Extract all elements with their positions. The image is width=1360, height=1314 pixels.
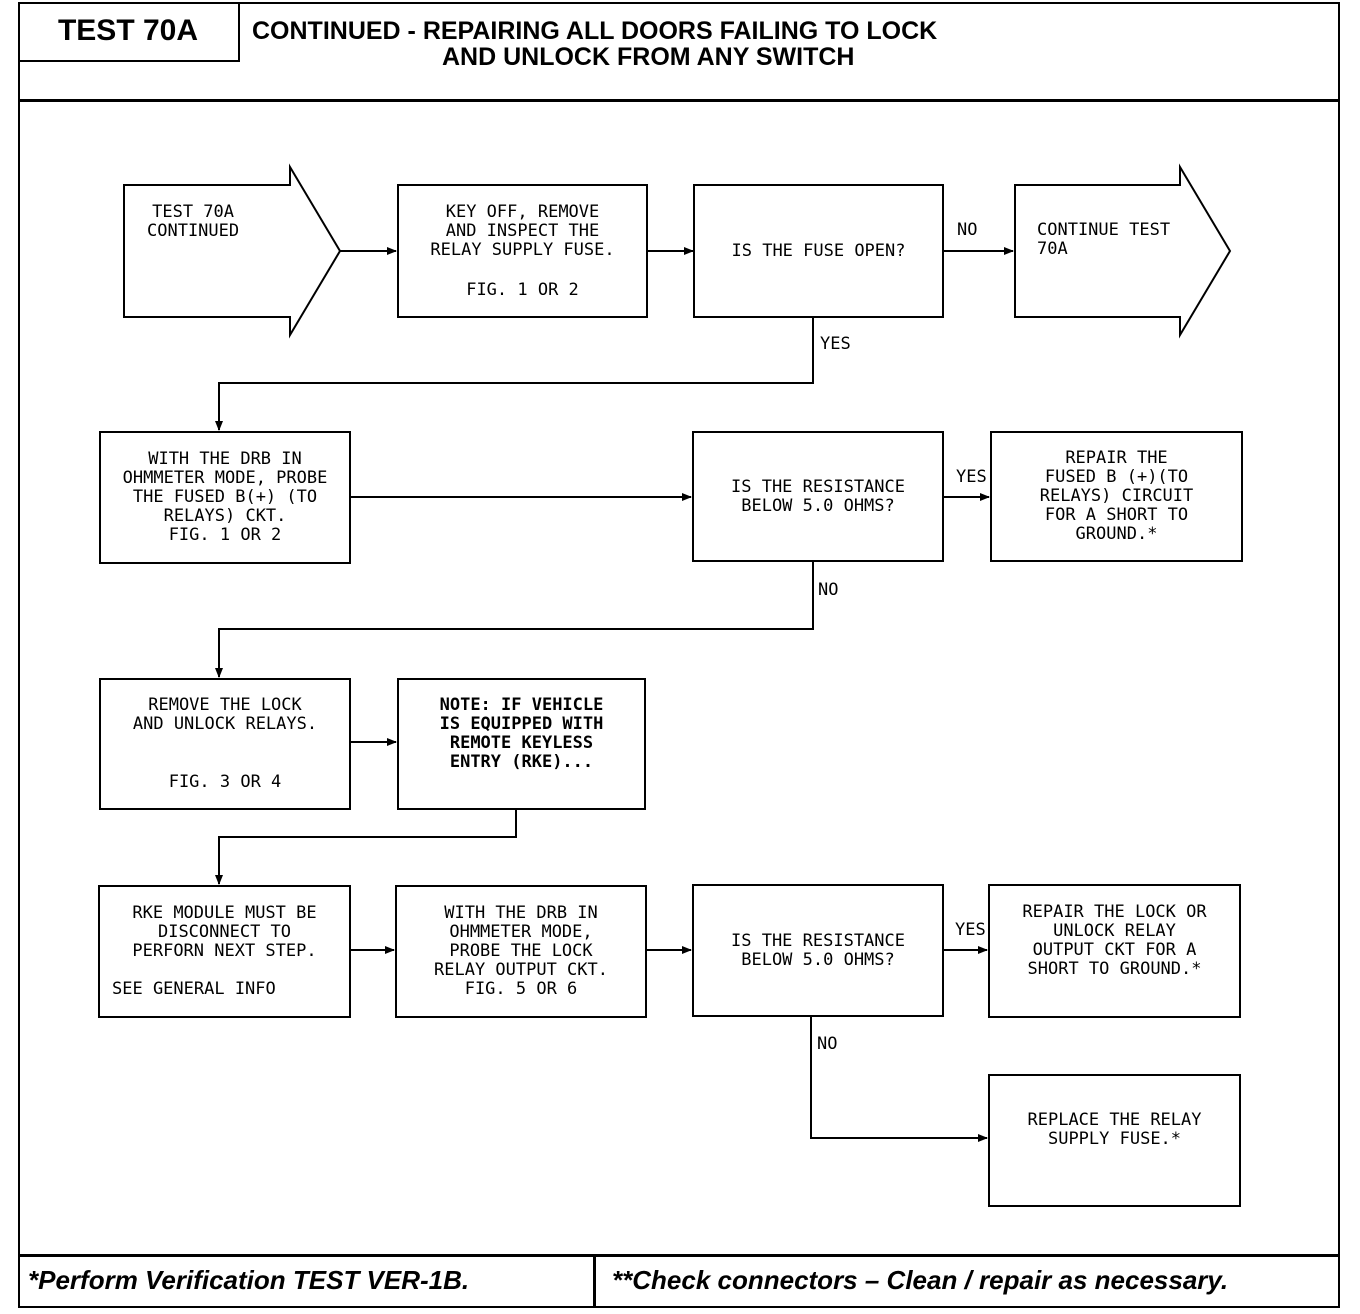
probe-fused-text: WITH THE DRB IN OHMMETER MODE, PROBE THE… [122, 449, 328, 545]
probe-lock-text: WITH THE DRB IN OHMMETER MODE, PROBE THE… [434, 903, 608, 999]
repair-fused-text: REPAIR THE FUSED B (+)(TO RELAYS) CIRCUI… [1039, 448, 1194, 544]
resistance-2-text: IS THE RESISTANCE BELOW 5.0 OHMS? [731, 930, 905, 970]
remove-relays-box: REMOVE THE LOCK AND UNLOCK RELAYS. FIG. … [99, 678, 351, 810]
connector-note-rke [215, 808, 517, 885]
label-yes-2: YES [956, 467, 987, 487]
inspect-fuse-box: KEY OFF, REMOVE AND INSPECT THE RELAY SU… [397, 184, 648, 318]
fuse-open-decision: IS THE FUSE OPEN? [693, 184, 944, 318]
page-title: CONTINUED - REPAIRING ALL DOORS FAILING … [252, 18, 937, 70]
connector-resistance2-replace [810, 1016, 988, 1142]
resistance-decision-1: IS THE RESISTANCE BELOW 5.0 OHMS? [692, 431, 944, 562]
repair-lock-box: REPAIR THE LOCK OR UNLOCK RELAY OUTPUT C… [988, 884, 1241, 1018]
footer-divider [18, 1254, 1340, 1257]
note-rke-box: NOTE: IF VEHICLE IS EQUIPPED WITH REMOTE… [397, 678, 646, 810]
connector-resistance1-remove [215, 561, 814, 678]
rke-general-info: SEE GENERAL INFO [112, 979, 276, 999]
header-divider [18, 99, 1340, 102]
inspect-fuse-text: KEY OFF, REMOVE AND INSPECT THE RELAY SU… [430, 202, 615, 260]
repair-fused-box: REPAIR THE FUSED B (+)(TO RELAYS) CIRCUI… [990, 431, 1243, 562]
label-yes-1: YES [820, 334, 851, 354]
rke-disconnect-text: RKE MODULE MUST BE DISCONNECT TO PERFORN… [132, 903, 317, 961]
test-id-box: TEST 70A [18, 2, 240, 62]
start-arrow-shape [123, 163, 342, 339]
inspect-fuse-fig: FIG. 1 OR 2 [466, 280, 579, 300]
footer-separator [593, 1256, 596, 1308]
probe-fused-box: WITH THE DRB IN OHMMETER MODE, PROBE THE… [99, 431, 351, 564]
rke-disconnect-box: RKE MODULE MUST BE DISCONNECT TO PERFORN… [98, 885, 351, 1018]
connector-fuseopen-probe [215, 317, 814, 431]
probe-lock-box: WITH THE DRB IN OHMMETER MODE, PROBE THE… [395, 885, 647, 1018]
remove-relays-text: REMOVE THE LOCK AND UNLOCK RELAYS. [132, 695, 318, 734]
fuse-open-text: IS THE FUSE OPEN? [731, 240, 906, 261]
start-node: TEST 70A CONTINUED [147, 202, 240, 241]
label-yes-3: YES [955, 920, 986, 940]
repair-lock-text: REPAIR THE LOCK OR UNLOCK RELAY OUTPUT C… [1022, 902, 1207, 979]
continue-node: CONTINUE TEST 70A [1037, 220, 1171, 259]
title-line-2: AND UNLOCK FROM ANY SWITCH [442, 43, 855, 71]
remove-relays-fig: FIG. 3 OR 4 [168, 772, 282, 792]
page-frame [18, 2, 1340, 1308]
resistance-1-text: IS THE RESISTANCE BELOW 5.0 OHMS? [731, 476, 905, 516]
note-rke-text: NOTE: IF VEHICLE IS EQUIPPED WITH REMOTE… [439, 695, 604, 772]
replace-fuse-box: REPLACE THE RELAY SUPPLY FUSE.* [988, 1074, 1241, 1207]
title-line-1: CONTINUED - REPAIRING ALL DOORS FAILING … [252, 17, 938, 45]
label-no-1: NO [957, 220, 978, 240]
footer-left-note: *Perform Verification TEST VER-1B. [28, 1265, 470, 1295]
resistance-decision-2: IS THE RESISTANCE BELOW 5.0 OHMS? [692, 884, 944, 1017]
label-no-3: NO [817, 1034, 838, 1054]
footer-right-note: **Check connectors – Clean / repair as n… [612, 1265, 1229, 1295]
label-no-2: NO [818, 580, 839, 600]
test-id: TEST 70A [57, 14, 199, 47]
continue-arrow-shape [1014, 163, 1232, 339]
replace-fuse-text: REPLACE THE RELAY SUPPLY FUSE.* [1027, 1110, 1202, 1149]
